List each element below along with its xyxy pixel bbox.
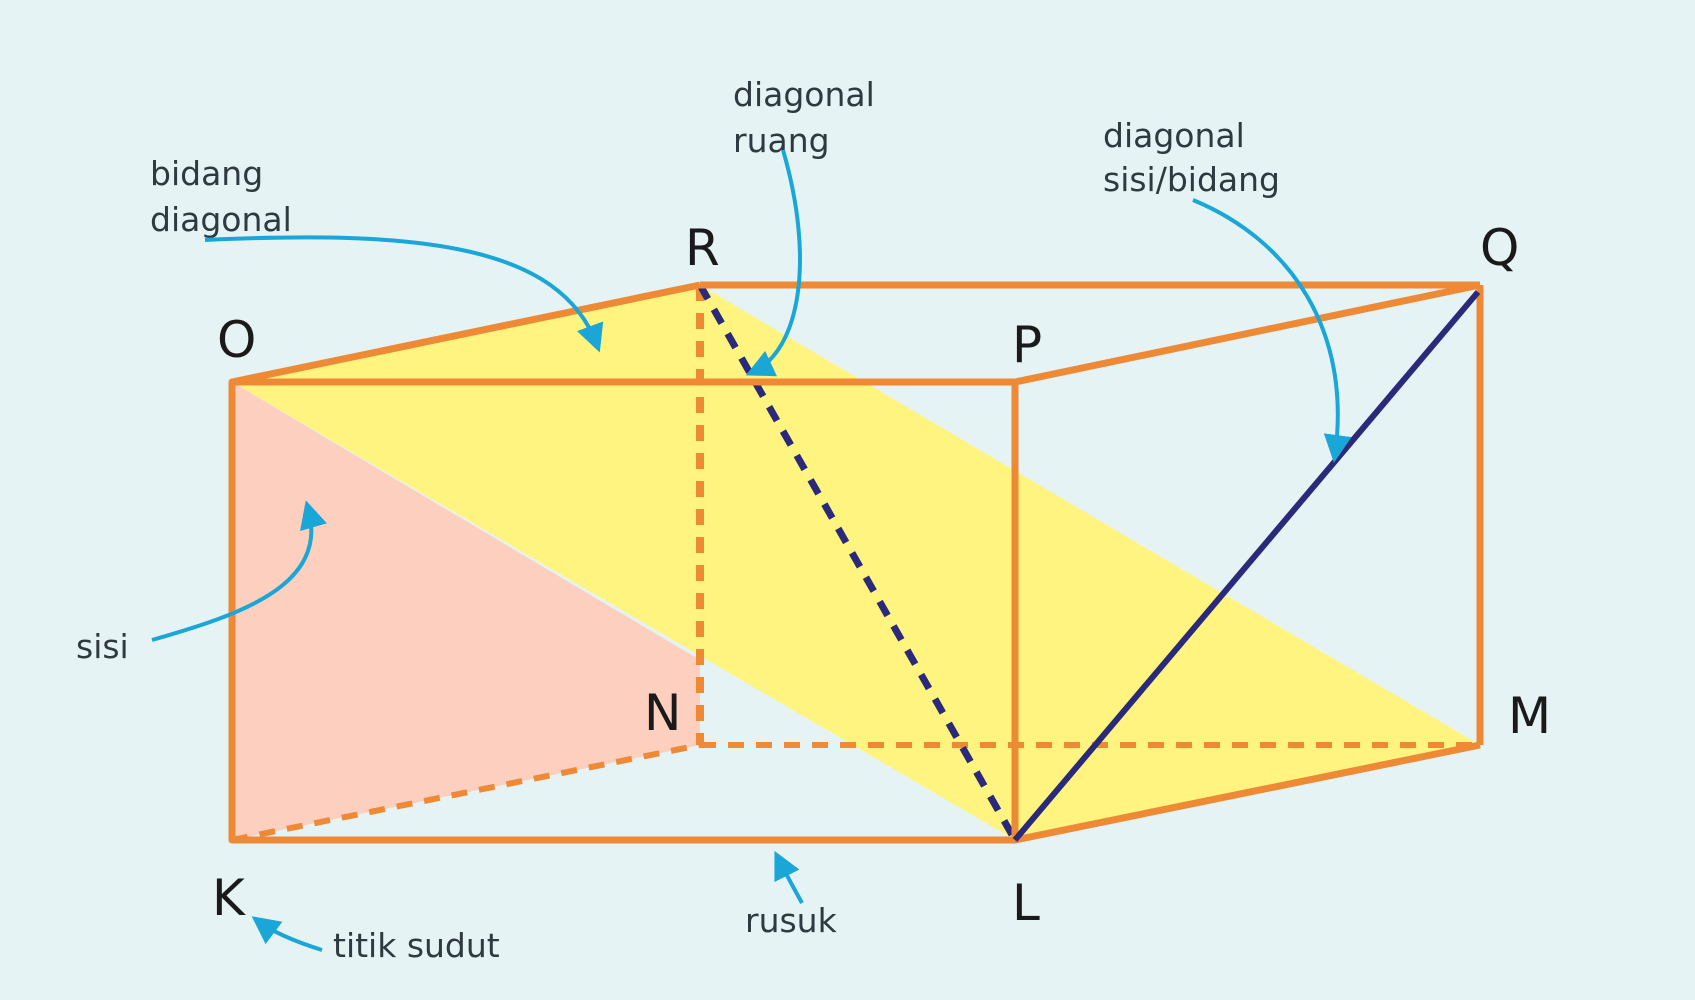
annotation-diagonal-sisi: diagonal sisi/bidang — [1103, 116, 1280, 199]
annotation-sisi: sisi — [76, 627, 129, 666]
arrow-diagonal-sisi — [1192, 198, 1352, 463]
edge-OR — [231, 281, 701, 386]
face-diagonal-LQ — [1012, 290, 1481, 842]
edge-KN — [231, 742, 701, 843]
vertex-label-O: O — [217, 311, 256, 369]
vertex-label-K: K — [212, 869, 246, 927]
arrow-titik-sudut — [251, 916, 323, 952]
vertex-label-P: P — [1012, 316, 1042, 374]
side-face — [232, 382, 700, 840]
annotation-titik-sudut: titik sudut — [333, 926, 500, 965]
vertex-label-R: R — [685, 219, 720, 277]
vertex-label-N: N — [644, 684, 681, 742]
visible-edges — [228, 281, 1484, 844]
vertex-label-M: M — [1508, 687, 1551, 745]
space-diagonal-RL — [696, 283, 1019, 842]
arrow-diagonal-ruang — [745, 149, 802, 377]
annotation-diagonal-ruang: diagonal ruang — [733, 75, 885, 160]
pointer-arrows — [151, 149, 1352, 952]
arrow-bidang-diagonal — [204, 235, 604, 353]
edge-PQ — [1014, 281, 1481, 386]
arrow-sisi — [151, 500, 327, 642]
annotation-line: diagonal — [733, 75, 875, 114]
annotation-line: diagonal — [1103, 116, 1245, 155]
vertex-label-L: L — [1012, 874, 1040, 932]
vertex-label-Q: Q — [1480, 219, 1519, 277]
annotation-line: bidang — [150, 154, 263, 193]
annotation-rusuk: rusuk — [745, 901, 838, 940]
edge-LM — [1014, 741, 1481, 844]
annotation-bidang-diagonal: bidang diagonal — [150, 154, 292, 239]
arrow-rusuk — [774, 850, 804, 904]
annotation-line: sisi/bidang — [1103, 160, 1280, 199]
front-face-KLPO — [228, 378, 1019, 844]
annotation-line: diagonal — [150, 200, 292, 239]
annotation-line: ruang — [733, 121, 830, 160]
